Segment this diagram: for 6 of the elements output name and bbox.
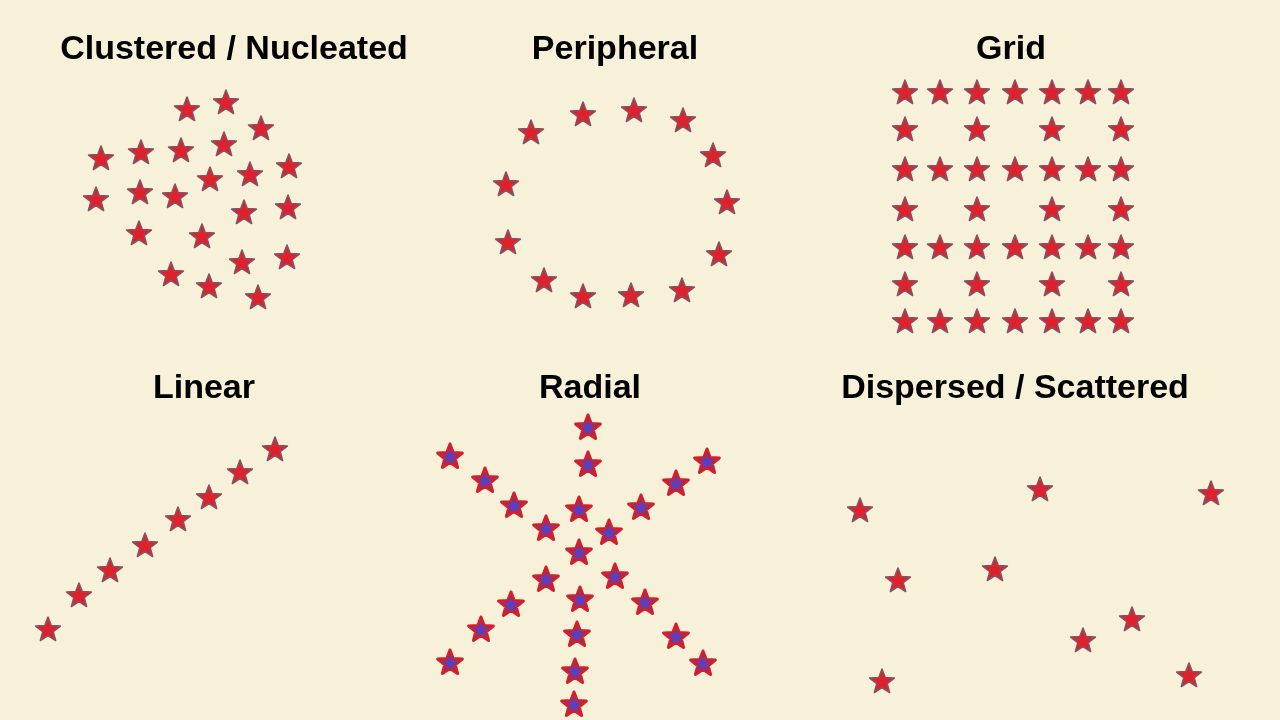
pattern-heading: Linear (153, 369, 255, 403)
pattern-heading: Grid (976, 30, 1046, 64)
pattern-heading: Peripheral (531, 30, 699, 64)
pattern-heading: Radial (539, 369, 641, 403)
pattern-heading: Dispersed / Scattered (841, 369, 1189, 403)
pattern-heading: Clustered / Nucleated (60, 30, 408, 64)
